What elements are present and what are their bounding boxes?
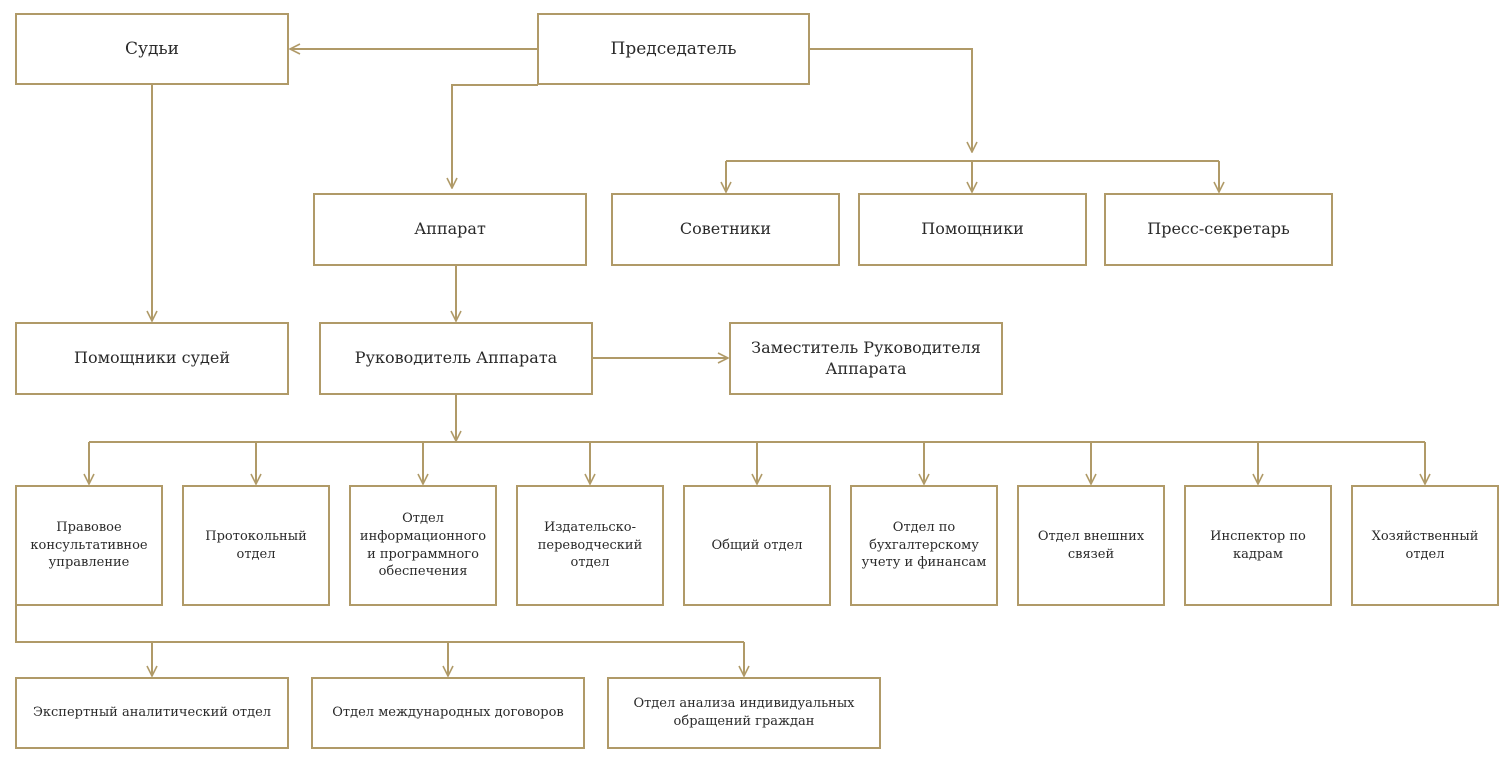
- node-expert-analytical-department: Экспертный аналитический отдел: [15, 677, 289, 749]
- node-it-department: Отдел информационного и программного обе…: [349, 485, 497, 606]
- node-judges: Судьи: [15, 13, 289, 85]
- node-assistants: Помощники: [858, 193, 1087, 266]
- node-judges-assistants: Помощники судей: [15, 322, 289, 395]
- legal-subdepartments-bus: [15, 605, 744, 643]
- node-protocol-department: Протокольный отдел: [182, 485, 330, 606]
- node-publishing-translation-department: Издательско-переводческий отдел: [516, 485, 664, 606]
- node-apparatus: Аппарат: [313, 193, 587, 266]
- node-press-secretary: Пресс-секретарь: [1104, 193, 1333, 266]
- node-legal-advisory-department: Правовое консультативное управление: [15, 485, 163, 606]
- node-maintenance-department: Хозяйственный отдел: [1351, 485, 1499, 606]
- node-general-department: Общий отдел: [683, 485, 831, 606]
- arrow-chairman-to-apparatus: [452, 84, 538, 188]
- node-deputy-head-of-apparatus: Заместитель Руководителя Аппарата: [729, 322, 1003, 395]
- node-citizens-appeals-department: Отдел анализа индивидуальных обращений г…: [607, 677, 881, 749]
- node-head-of-apparatus: Руководитель Аппарата: [319, 322, 593, 395]
- arrow-chairman-to-advisers-group: [810, 48, 972, 152]
- node-advisers: Советники: [611, 193, 840, 266]
- node-external-relations-department: Отдел внешних связей: [1017, 485, 1165, 606]
- node-accounting-finance-department: Отдел по бухгалтерскому учету и финансам: [850, 485, 998, 606]
- node-hr-inspector: Инспектор по кадрам: [1184, 485, 1332, 606]
- node-international-treaties-department: Отдел международных договоров: [311, 677, 585, 749]
- node-chairman: Председатель: [537, 13, 810, 85]
